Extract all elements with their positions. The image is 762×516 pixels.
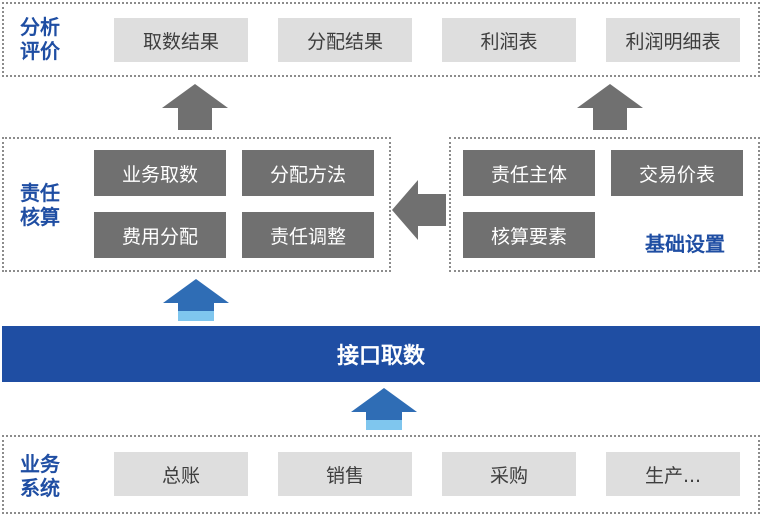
analysis-label-line1: 分析 [20, 15, 60, 39]
analysis-label: 分析 评价 [20, 15, 60, 63]
up-arrow-blue-upper [163, 279, 229, 321]
analysis-label-line2: 评价 [20, 39, 60, 63]
accounting-item-allocation-method: 分配方法 [242, 150, 374, 196]
accounting-label-line2: 核算 [20, 205, 60, 229]
accounting-item-responsibility-adjust: 责任调整 [242, 212, 374, 258]
business-systems-label: 业务 系统 [20, 452, 60, 500]
business-systems-panel [2, 435, 760, 514]
analysis-item-profit-table: 利润表 [442, 18, 576, 62]
accounting-item-cost-allocation: 费用分配 [94, 212, 226, 258]
accounting-panel [2, 137, 391, 272]
settings-item-transaction-price-table: 交易价表 [611, 150, 743, 196]
system-item-purchasing: 采购 [442, 452, 576, 496]
up-arrow-left-grey [162, 84, 228, 130]
basic-settings-label: 基础设置 [645, 232, 725, 256]
interface-banner: 接口取数 [2, 326, 760, 382]
settings-item-accounting-elements: 核算要素 [463, 212, 595, 258]
accounting-label-line1: 责任 [20, 181, 60, 205]
system-item-production: 生产... [606, 452, 740, 496]
analysis-item-allocation-result: 分配结果 [278, 18, 412, 62]
analysis-panel [2, 2, 760, 77]
analysis-item-fetch-result: 取数结果 [114, 18, 248, 62]
business-systems-label-line1: 业务 [20, 452, 60, 476]
analysis-item-profit-detail-table: 利润明细表 [606, 18, 740, 62]
accounting-item-business-fetch: 业务取数 [94, 150, 226, 196]
settings-item-responsibility-entity: 责任主体 [463, 150, 595, 196]
left-arrow-grey [392, 180, 446, 240]
up-arrow-right-grey [577, 84, 643, 130]
system-item-sales: 销售 [278, 452, 412, 496]
business-systems-label-line2: 系统 [20, 476, 60, 500]
up-arrow-blue-lower [351, 388, 417, 430]
accounting-label: 责任 核算 [20, 181, 60, 229]
system-item-general-ledger: 总账 [114, 452, 248, 496]
basic-settings-panel [449, 137, 760, 272]
